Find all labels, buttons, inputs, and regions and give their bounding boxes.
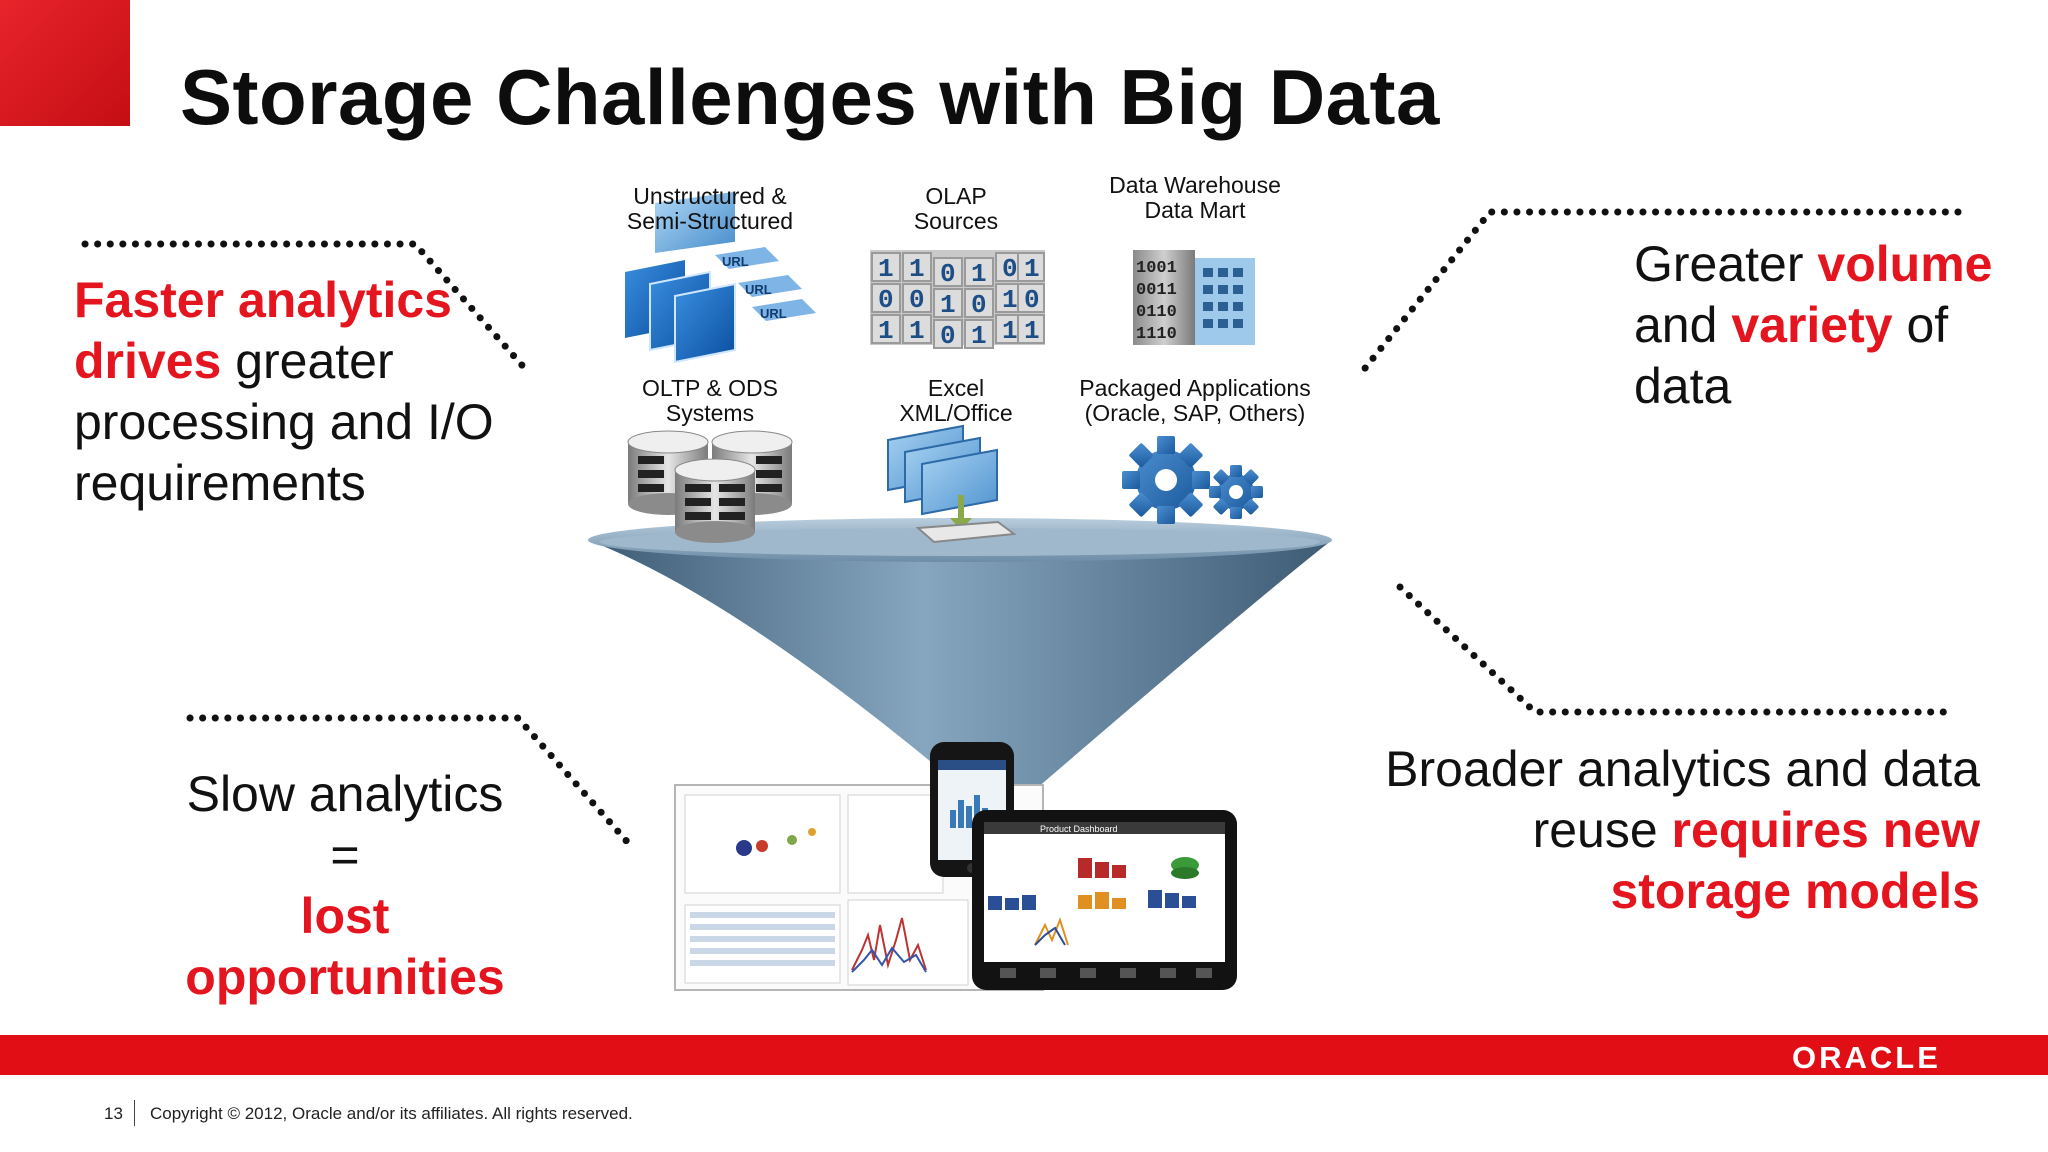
svg-text:0: 0 (971, 290, 987, 320)
svg-text:0: 0 (940, 259, 956, 289)
svg-text:1: 1 (971, 321, 987, 351)
url-folders-icon: URL URL URL (625, 191, 816, 364)
dotted-connector-bottom-left (186, 714, 634, 849)
svg-text:1: 1 (1002, 316, 1018, 346)
svg-text:1: 1 (940, 290, 956, 320)
tablet-image: Product Dashboard (972, 810, 1237, 990)
svg-text:0: 0 (878, 285, 894, 315)
copyright-text: Copyright © 2012, Oracle and/or its affi… (150, 1104, 633, 1123)
text-slow-analytics: Slow analytics = lost opportunities (185, 766, 505, 1005)
svg-text:0: 0 (1002, 254, 1018, 284)
file-folders-icon (887, 424, 1017, 544)
text-broader-analytics: Broader analytics and data reuse require… (1385, 741, 1980, 919)
dotted-connector-top-right (1358, 208, 1962, 376)
binary-building-icon: 1001 0011 0110 1110 (1133, 250, 1255, 345)
red-corner-block (0, 0, 130, 126)
svg-text:0: 0 (909, 285, 925, 315)
database-icon (627, 430, 793, 543)
svg-text:1: 1 (1024, 254, 1040, 284)
svg-text:1: 1 (909, 316, 925, 346)
svg-text:1: 1 (1024, 316, 1040, 346)
text-greater-volume: Greater volume and variety of data (1634, 236, 1993, 414)
svg-text:0110: 0110 (1136, 303, 1177, 322)
dotted-connector-bottom-right (1396, 583, 1959, 716)
dotted-connector-top-left (81, 240, 532, 376)
svg-text:1: 1 (878, 254, 894, 284)
svg-text:0: 0 (940, 321, 956, 351)
slide-title: Storage Challenges with Big Data (180, 53, 1440, 141)
svg-text:URL: URL (760, 306, 787, 321)
svg-text:0011: 0011 (1136, 281, 1177, 300)
text-faster-analytics: Faster analytics drives greater processi… (74, 272, 494, 511)
page-number: 13 (104, 1104, 123, 1123)
footer-separator (134, 1100, 135, 1126)
svg-text:1: 1 (878, 316, 894, 346)
svg-text:0: 0 (1024, 285, 1040, 315)
svg-text:URL: URL (745, 282, 772, 297)
footer-red-bar (0, 1035, 2048, 1075)
tablet-title: Product Dashboard (1040, 824, 1118, 834)
gears-icon (1122, 436, 1263, 524)
svg-text:1: 1 (1002, 285, 1018, 315)
svg-text:1001: 1001 (1136, 259, 1177, 278)
oracle-logo: ORACLE (1792, 1040, 1941, 1075)
source-label-packaged-apps: Packaged Applications(Oracle, SAP, Other… (1079, 375, 1311, 426)
svg-text:1: 1 (909, 254, 925, 284)
source-label-unstructured: Unstructured &Semi-Structured (626, 183, 794, 234)
svg-text:URL: URL (722, 254, 749, 269)
svg-text:1110: 1110 (1136, 325, 1177, 344)
svg-text:1: 1 (971, 259, 987, 289)
